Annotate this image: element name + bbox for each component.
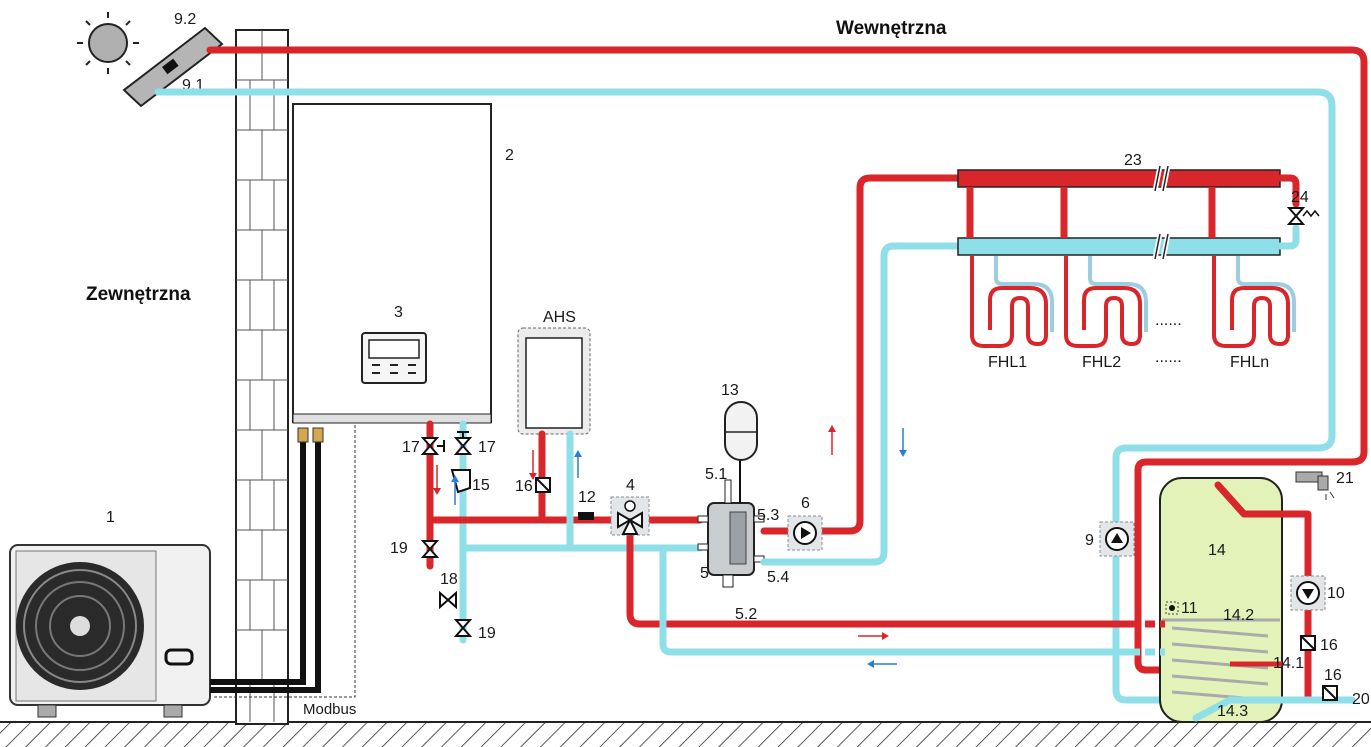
check-valve-icon bbox=[1300, 635, 1316, 651]
label-16a: 16 bbox=[515, 478, 533, 495]
label-6: 6 bbox=[801, 495, 810, 512]
label-14-3: 14.3 bbox=[1217, 703, 1248, 720]
label-10: 10 bbox=[1327, 585, 1345, 602]
label-20: 20 bbox=[1352, 691, 1370, 708]
pump-icon bbox=[1099, 521, 1135, 557]
pump-icon bbox=[787, 515, 823, 551]
dots-1: ...... bbox=[1155, 312, 1182, 329]
label-modbus: Modbus bbox=[303, 701, 356, 718]
sensor-12 bbox=[578, 512, 594, 520]
tap-icon bbox=[1295, 471, 1335, 500]
heat-pump-fan-icon bbox=[16, 562, 144, 690]
floor-loop-n bbox=[1212, 256, 1296, 348]
label-9: 9 bbox=[1085, 532, 1094, 549]
ground bbox=[0, 721, 1371, 747]
modbus-line bbox=[212, 425, 356, 698]
dhw-tank bbox=[1159, 477, 1283, 723]
dhw-hot-line bbox=[626, 516, 1134, 628]
bypass-pipe bbox=[1276, 174, 1300, 208]
flow-arrows bbox=[433, 425, 907, 668]
hydro-unit bbox=[292, 103, 492, 424]
label-16b: 16 bbox=[1320, 637, 1338, 654]
bypass-cold bbox=[1276, 224, 1300, 250]
manifold-hot bbox=[957, 169, 1281, 188]
valve-icon bbox=[453, 619, 473, 637]
label-14-2: 14.2 bbox=[1223, 607, 1254, 624]
floor-loop-1 bbox=[970, 256, 1054, 348]
label-24: 24 bbox=[1291, 189, 1309, 206]
label-5-2: 5.2 bbox=[735, 606, 757, 623]
solar-cold-pipe bbox=[154, 88, 1336, 704]
label-fhl1: FHL1 bbox=[988, 354, 1027, 371]
label-outdoor: Zewnętrzna bbox=[86, 284, 191, 305]
buffer-tank bbox=[697, 460, 765, 588]
label-14-1: 14.1 bbox=[1273, 655, 1304, 672]
label-23: 23 bbox=[1124, 152, 1142, 169]
valve-icon bbox=[420, 540, 440, 558]
label-19b: 19 bbox=[478, 625, 496, 642]
label-3: 3 bbox=[394, 304, 403, 321]
label-17b: 17 bbox=[478, 439, 496, 456]
manifold-cold bbox=[957, 237, 1281, 256]
outdoor-unit bbox=[9, 544, 211, 718]
pump-icon bbox=[1290, 575, 1326, 611]
floor-cold-pipe bbox=[760, 242, 962, 566]
valve-icon bbox=[453, 431, 473, 455]
dots-2: ...... bbox=[1155, 349, 1182, 366]
label-indoor: Wewnętrzna bbox=[836, 18, 947, 39]
floor-loop-2 bbox=[1064, 256, 1148, 348]
sun-icon bbox=[77, 12, 139, 74]
label-5-4: 5.4 bbox=[767, 569, 789, 586]
label-1: 1 bbox=[106, 509, 115, 526]
label-fhl2: FHL2 bbox=[1082, 354, 1121, 371]
dhw-cold-line bbox=[659, 544, 1134, 656]
label-4: 4 bbox=[626, 477, 635, 494]
check-valve-icon bbox=[535, 477, 551, 493]
label-fhln: FHLn bbox=[1230, 354, 1269, 371]
label-17a: 17 bbox=[402, 439, 420, 456]
valve-icon bbox=[439, 590, 457, 610]
label-5: 5 bbox=[700, 565, 709, 582]
refrigerant-pipe-2 bbox=[210, 440, 321, 693]
label-12: 12 bbox=[578, 489, 596, 506]
label-14: 14 bbox=[1208, 542, 1226, 559]
floor-hot-pipe bbox=[760, 174, 962, 535]
label-16c: 16 bbox=[1324, 667, 1342, 684]
solar-panel-icon bbox=[122, 26, 224, 108]
ahs-unit bbox=[517, 327, 591, 435]
valve-icon bbox=[420, 437, 445, 455]
filter-icon bbox=[450, 469, 471, 494]
three-way-valve-icon bbox=[610, 496, 650, 536]
label-2: 2 bbox=[505, 147, 514, 164]
check-valve-icon bbox=[1322, 685, 1338, 701]
label-9-2: 9.2 bbox=[174, 11, 196, 28]
brick-wall bbox=[235, 29, 289, 725]
refrigerant-pipe-1 bbox=[210, 440, 306, 685]
label-18: 18 bbox=[440, 571, 458, 588]
label-21: 21 bbox=[1336, 470, 1354, 487]
valve-icon bbox=[1286, 207, 1320, 225]
expansion-vessel-icon bbox=[724, 401, 758, 461]
solar-hot-pipe bbox=[206, 46, 1368, 674]
label-5-1: 5.1 bbox=[705, 466, 727, 483]
label-13: 13 bbox=[721, 382, 739, 399]
label-ahs: AHS bbox=[543, 309, 576, 326]
label-15: 15 bbox=[472, 477, 490, 494]
label-5-3: 5.3 bbox=[757, 507, 779, 524]
controller-icon bbox=[361, 332, 427, 384]
dhw-cold-in bbox=[1192, 696, 1356, 722]
label-19a: 19 bbox=[390, 540, 408, 557]
label-11: 11 bbox=[1181, 600, 1198, 617]
